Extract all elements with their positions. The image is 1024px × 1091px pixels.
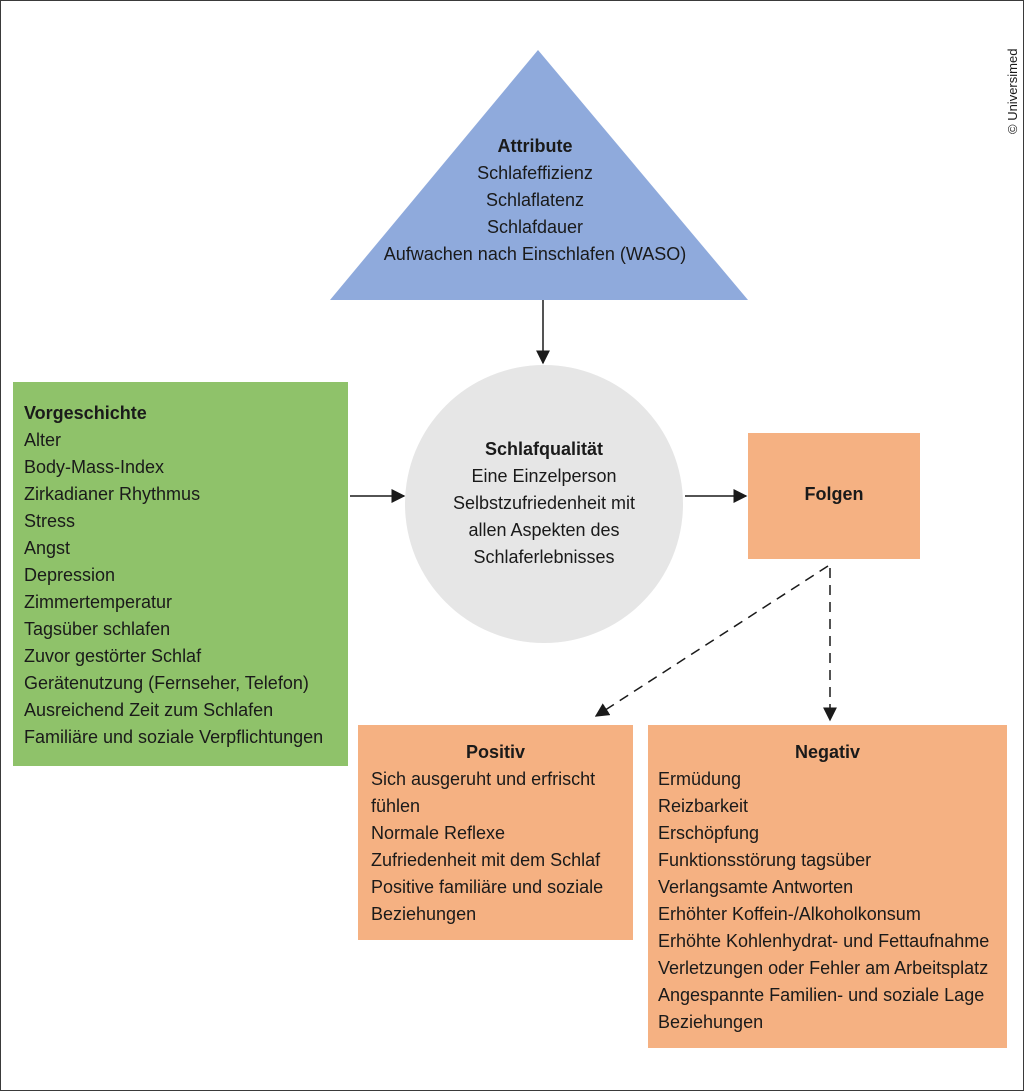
- attribute-text: Attribute Schlafeffizienz Schlaflatenz S…: [330, 133, 740, 268]
- history-item: Ausreichend Zeit zum Schlafen: [24, 700, 274, 720]
- positive-box: Positiv Sich ausgeruht und erfrischt füh…: [358, 725, 633, 940]
- history-item: Angst: [24, 538, 71, 558]
- sleep-quality-line: Eine Einzelperson: [471, 466, 617, 486]
- attribute-item: Aufwachen nach Einschlafen (WASO): [383, 244, 687, 264]
- negative-item: Erschöpfung: [658, 823, 760, 843]
- attribute-item: Schlafeffizienz: [477, 163, 593, 183]
- positive-item: Sich ausgeruht und erfrischt: [371, 769, 596, 789]
- history-item: Familiäre und soziale Verpflichtungen: [24, 727, 324, 747]
- history-item: Zirkadianer Rhythmus: [24, 484, 201, 504]
- negative-item: Erhöhter Koffein-/Alkoholkonsum: [658, 904, 921, 924]
- consequences-box: Folgen: [748, 433, 920, 559]
- sleep-quality-line: Selbstzufriedenheit mit: [452, 493, 636, 513]
- history-item: Gerätenutzung (Fernseher, Telefon): [24, 673, 309, 693]
- consequences-title: Folgen: [804, 483, 864, 504]
- history-title: Vorgeschichte: [24, 403, 147, 423]
- dashed-arrow-to-positive: [594, 565, 829, 717]
- positive-title: Positiv: [465, 742, 526, 762]
- copyright-notice: © Universimed: [1005, 48, 1020, 134]
- negative-item: Reizbarkeit: [658, 796, 749, 816]
- sleep-quality-circle: [405, 365, 683, 643]
- negative-box: Negativ Ermüdung Reizbarkeit Erschöpfung…: [648, 725, 1007, 1048]
- positive-item: Positive familiäre und soziale: [371, 877, 604, 897]
- negative-item: Verlangsamte Antworten: [658, 877, 854, 897]
- history-item: Alter: [24, 430, 62, 450]
- history-item: Zimmertemperatur: [24, 592, 173, 612]
- negative-title: Negativ: [794, 742, 861, 762]
- sleep-quality-line: allen Aspekten des: [468, 520, 620, 540]
- history-item: Depression: [24, 565, 116, 585]
- negative-item: Verletzungen oder Fehler am Arbeitsplatz: [658, 958, 989, 978]
- attribute-item: Schlaflatenz: [485, 190, 585, 210]
- positive-item: Zufriedenheit mit dem Schlaf: [371, 850, 601, 870]
- attribute-triangle: [330, 50, 748, 300]
- history-box: Vorgeschichte Alter Body-Mass-Index Zirk…: [13, 382, 348, 766]
- negative-item: Angespannte Familien- und soziale Lage: [658, 985, 985, 1005]
- positive-item: Beziehungen: [371, 904, 477, 924]
- sleep-quality-line: Schlaferlebnisses: [473, 547, 615, 567]
- positive-item: Normale Reflexe: [371, 823, 506, 843]
- history-item: Tagsüber schlafen: [24, 619, 171, 639]
- attribute-item: Schlafdauer: [486, 217, 584, 237]
- sleep-quality-title: Schlafqualität: [484, 439, 604, 459]
- negative-item: Erhöhte Kohlenhydrat- und Fettaufnahme: [658, 931, 990, 951]
- attribute-title: Attribute: [497, 136, 573, 156]
- negative-item: Funktionsstörung tagsüber: [658, 850, 872, 870]
- history-item: Zuvor gestörter Schlaf: [24, 646, 202, 666]
- history-item: Stress: [24, 511, 76, 531]
- sleep-quality-text: Schlafqualität Eine Einzelperson Selbstz…: [405, 436, 683, 571]
- negative-item: Ermüdung: [658, 769, 742, 789]
- history-item: Body-Mass-Index: [24, 457, 165, 477]
- negative-item: Beziehungen: [658, 1012, 764, 1032]
- positive-item: fühlen: [371, 796, 421, 816]
